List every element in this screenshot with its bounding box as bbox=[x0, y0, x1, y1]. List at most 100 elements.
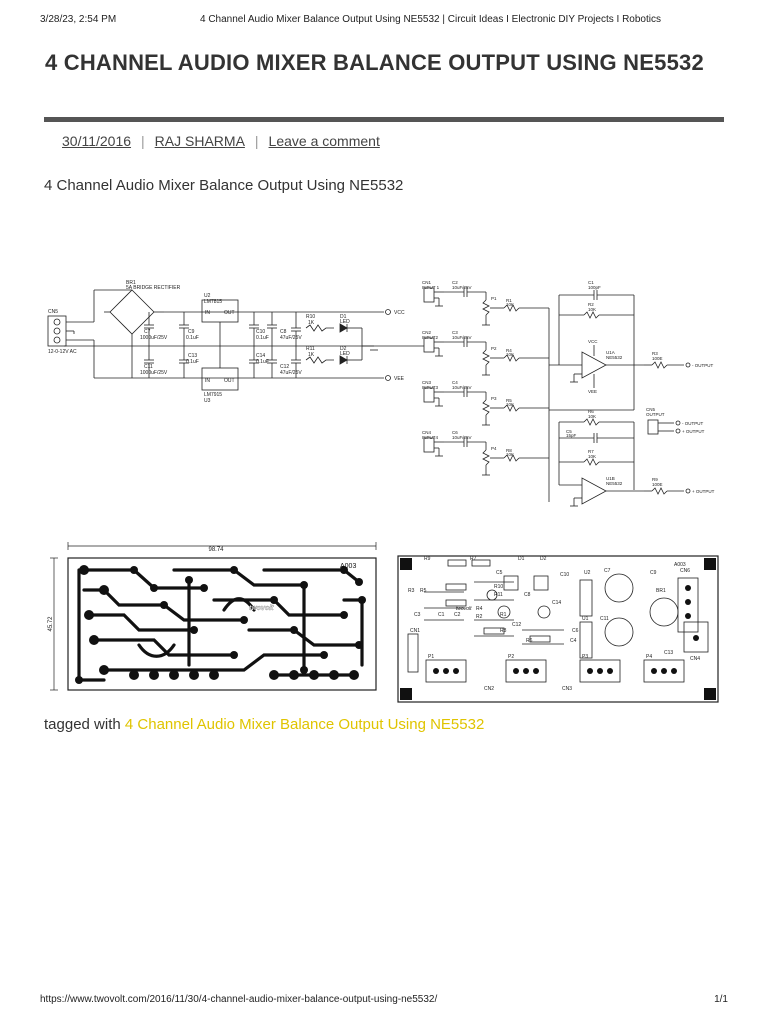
leave-comment-link[interactable]: Leave a comment bbox=[268, 133, 380, 149]
layout-label-c7: C7 bbox=[604, 568, 611, 574]
mixer-cn2-label: CN2 bbox=[422, 330, 431, 335]
pcb-width-dim: 98.74 bbox=[208, 547, 224, 553]
mixer-c2-val: 10uF/25V bbox=[452, 285, 472, 290]
mixer-u1b-part: NE5532 bbox=[606, 481, 623, 486]
layout-label-u1: U1 bbox=[582, 616, 589, 622]
mixer-c3-label: C3 bbox=[452, 330, 458, 335]
mixer-r9-label: R9 bbox=[652, 477, 658, 482]
psu-c10-val: 0.1uF bbox=[256, 335, 269, 341]
layout-label-br1: BR1 bbox=[656, 588, 666, 594]
mixer-r6-val: 10K bbox=[588, 414, 596, 419]
layout-label-p2: P2 bbox=[508, 654, 514, 660]
psu-c11-val: 1000uF/25V bbox=[140, 370, 168, 376]
mixer-p4-label: P4 bbox=[491, 446, 497, 451]
print-header: 3/28/23, 2:54 PM 4 Channel Audio Mixer B… bbox=[40, 14, 728, 28]
mixer-input-4 bbox=[423, 437, 549, 476]
mixer-u1a-label: U1A bbox=[606, 350, 615, 355]
psu-c13-val: 0.1uF bbox=[186, 359, 199, 365]
layout-label-c3: C3 bbox=[414, 612, 421, 618]
title-divider bbox=[44, 117, 724, 122]
psu-d1-label: D1 bbox=[340, 314, 347, 320]
psu-u3-in: IN bbox=[205, 378, 210, 384]
layout-label-c8: C8 bbox=[524, 592, 531, 598]
layout-label-r8: R8 bbox=[500, 628, 507, 634]
mixer-r7-label: R7 bbox=[588, 449, 594, 454]
mixer-p1-label: P1 bbox=[491, 296, 497, 301]
psu-br1-label: BR1 bbox=[126, 280, 136, 286]
post-date-link[interactable]: 30/11/2016 bbox=[62, 133, 132, 149]
tag-link[interactable]: 4 Channel Audio Mixer Balance Output Usi… bbox=[124, 716, 485, 733]
psu-u3-part: LM7915 bbox=[204, 392, 222, 398]
layout-label-c10: C10 bbox=[560, 572, 569, 578]
psu-r11-val: 1K bbox=[308, 352, 315, 358]
psu-u3-out: OUT bbox=[224, 378, 235, 384]
psu-d1-led: LED bbox=[340, 319, 350, 325]
mixer-r5-label: R5 bbox=[506, 398, 512, 403]
mixer-input-2 bbox=[423, 337, 549, 376]
author-link[interactable]: RAJ SHARMA bbox=[154, 133, 245, 149]
mixer-r9-val: 100E bbox=[652, 482, 663, 487]
mixer-r8-label: R8 bbox=[506, 448, 512, 453]
layout-label-u2: U2 bbox=[584, 570, 591, 576]
mixer-cn5-plus: + OUTPUT bbox=[682, 429, 705, 434]
layout-label-r9: R9 bbox=[424, 556, 431, 562]
layout-label-c5: C5 bbox=[496, 570, 503, 576]
psu-c8-label: C8 bbox=[280, 329, 287, 335]
layout-label-r1: R1 bbox=[500, 612, 507, 618]
layout-label-cn1: CN1 bbox=[410, 628, 420, 634]
pcb-code: A003 bbox=[340, 563, 356, 570]
mixer-c6-val: 10uF/25V bbox=[452, 435, 472, 440]
layout-label-r11: R11 bbox=[494, 592, 503, 598]
mixer-cn4-label: CN4 bbox=[422, 430, 431, 435]
mixer-cn1-label: CN1 bbox=[422, 280, 431, 285]
mixer-c5-label: C5 bbox=[566, 429, 572, 434]
layout-label-c11: C11 bbox=[600, 616, 609, 622]
mixer-r4-label: R4 bbox=[506, 348, 512, 353]
mixer-r2-label: R2 bbox=[588, 302, 594, 307]
psu-c14-label: C14 bbox=[256, 353, 265, 359]
psu-u3-label: U3 bbox=[204, 398, 211, 404]
psu-c8-val: 47uF/25V bbox=[280, 335, 302, 341]
mixer-input3-label: INPUT3 bbox=[422, 385, 439, 390]
mixer-input1-label: INPUT 1 bbox=[422, 285, 440, 290]
mixer-minus-output: - OUTPUT bbox=[692, 363, 713, 368]
layout-label-p3: P3 bbox=[582, 654, 588, 660]
psu-d2-led: LED bbox=[340, 351, 350, 357]
psu-labels: CN5 12-0-12V AC BR1 5A BRIDGE RECTIFIER … bbox=[48, 280, 405, 404]
psu-ac-label: 12-0-12V AC bbox=[48, 349, 77, 355]
mixer-u1a-part: NE5532 bbox=[606, 355, 623, 360]
meta-separator: | bbox=[254, 133, 259, 149]
mixer-c4-val: 10uF/25V bbox=[452, 385, 472, 390]
article-title: 4 CHANNEL AUDIO MIXER BALANCE OUTPUT USI… bbox=[45, 50, 704, 75]
pcb-component-layout: A003 twovolt R9 R7 D1 D2 U2 C10 C7 C9 CN… bbox=[397, 555, 719, 703]
mixer-input2-label: INPUT2 bbox=[422, 335, 439, 340]
mixer-r8-val: 10K bbox=[506, 452, 514, 457]
psu-cn5-label: CN5 bbox=[48, 309, 58, 315]
layout-label-c9: C9 bbox=[650, 570, 657, 576]
mixer-c6-label: C6 bbox=[452, 430, 458, 435]
psu-c12-label: C12 bbox=[280, 364, 289, 370]
mixer-r2-val: 10K bbox=[588, 307, 596, 312]
layout-label-r3: R3 bbox=[408, 588, 415, 594]
print-page-number: 1/1 bbox=[714, 994, 728, 1005]
layout-brand: twovolt bbox=[456, 606, 472, 612]
psu-vcc-label: VCC bbox=[394, 310, 405, 316]
mixer-c2-label: C2 bbox=[452, 280, 458, 285]
print-page-title: 4 Channel Audio Mixer Balance Output Usi… bbox=[200, 14, 661, 25]
psu-c7-val: 1000uF/25V bbox=[140, 335, 168, 341]
psu-c13-label: C13 bbox=[188, 353, 197, 359]
psu-r10-val: 1K bbox=[308, 320, 315, 326]
layout-label-c2: C2 bbox=[454, 612, 461, 618]
mixer-schematic bbox=[423, 287, 691, 507]
mixer-vcc-label: VCC bbox=[588, 339, 598, 344]
mixer-r7-val: 10K bbox=[588, 454, 596, 459]
psu-c12-val: 47uF/25V bbox=[280, 370, 302, 376]
layout-label-c1: C1 bbox=[438, 612, 445, 618]
mixer-input-1 bbox=[423, 287, 549, 326]
mixer-c1-val: 100pF bbox=[588, 285, 601, 290]
layout-label-cn6: CN6 bbox=[680, 568, 690, 574]
psu-u2-in: IN bbox=[205, 310, 210, 316]
pcb-track-layout: 98.74 45.72 bbox=[48, 542, 377, 691]
pcb-height-dim: 45.72 bbox=[48, 616, 54, 632]
psu-c11-label: C11 bbox=[144, 364, 153, 370]
